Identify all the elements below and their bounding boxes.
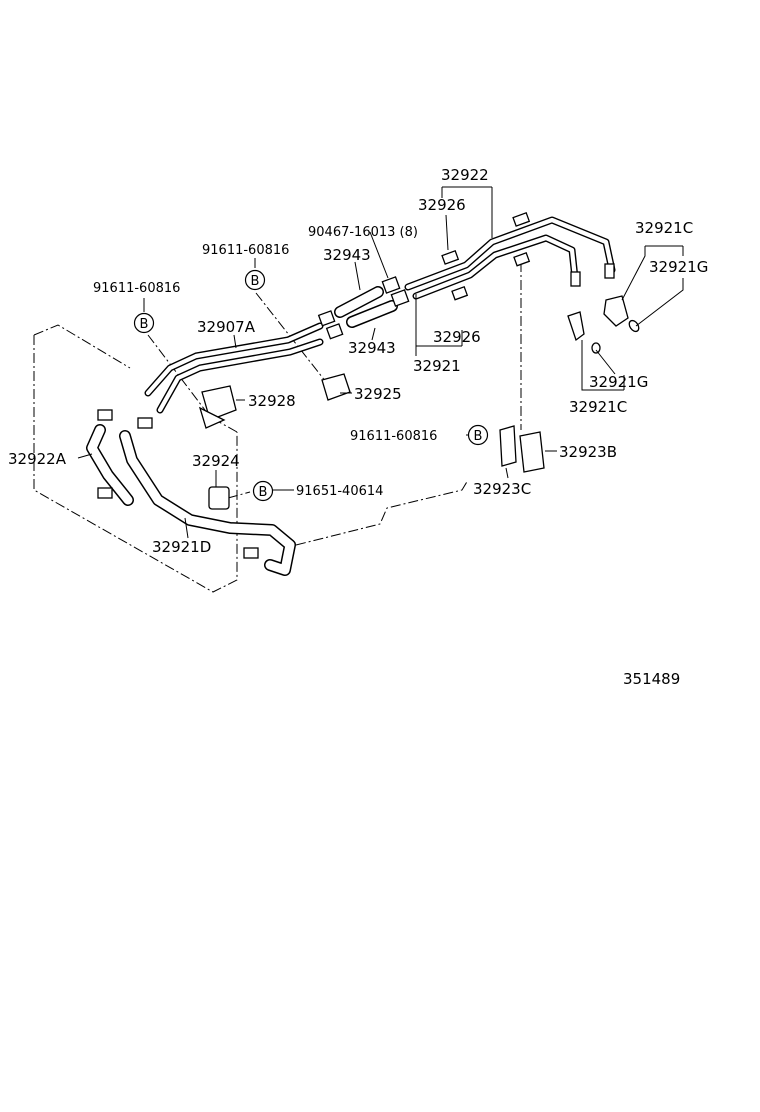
b-marker-4: B: [252, 480, 274, 502]
label-32925: 32925: [354, 385, 402, 403]
part-labels: 32922 32926 90467-16013 (8) 91611-60816 …: [8, 166, 708, 688]
hose-32921D: [119, 430, 296, 576]
label-32928: 32928: [248, 392, 296, 410]
label-32921C-bottom: 32921C: [569, 398, 627, 416]
label-32922: 32922: [441, 166, 489, 184]
hose-32922A: [86, 424, 134, 506]
label-32921G-top: 32921G: [649, 258, 708, 276]
label-32943-bottom: 32943: [348, 339, 396, 357]
label-32922A: 32922A: [8, 450, 67, 468]
oil-cooler-tubes: [404, 216, 616, 300]
hoses-32943: [334, 286, 398, 328]
leader-lines: [77, 186, 684, 539]
b-marker-1: B: [244, 269, 266, 291]
diagram-reference-number: 351489: [623, 670, 680, 688]
small-parts: [97, 212, 640, 559]
label-32921C-top: 32921C: [635, 219, 693, 237]
label-90467-16013: 90467-16013 (8): [308, 225, 418, 240]
label-91651-40614: 91651-40614: [296, 484, 383, 499]
svg-text:B: B: [140, 317, 149, 332]
label-91611-60816-top: 91611-60816: [202, 243, 289, 258]
reference-lines: [147, 262, 522, 546]
label-32921G-bottom: 32921G: [589, 373, 648, 391]
svg-text:B: B: [251, 274, 260, 289]
b-marker-3: B: [467, 424, 489, 446]
svg-text:B: B: [259, 485, 268, 500]
label-32926-top: 32926: [418, 196, 466, 214]
label-32926-bottom: 32926: [433, 328, 481, 346]
label-91611-60816-right: 91611-60816: [350, 429, 437, 444]
label-32923B: 32923B: [559, 443, 617, 461]
label-32921: 32921: [413, 357, 461, 375]
tube-32907A: [144, 322, 324, 414]
svg-text:B: B: [474, 429, 483, 444]
b-marker-2: B: [133, 312, 155, 334]
label-32921D: 32921D: [152, 538, 211, 556]
label-91611-60816-left: 91611-60816: [93, 281, 180, 296]
label-32923C: 32923C: [473, 480, 531, 498]
label-32943-top: 32943: [323, 246, 371, 264]
label-32907A: 32907A: [197, 318, 256, 336]
label-32924: 32924: [192, 452, 240, 470]
